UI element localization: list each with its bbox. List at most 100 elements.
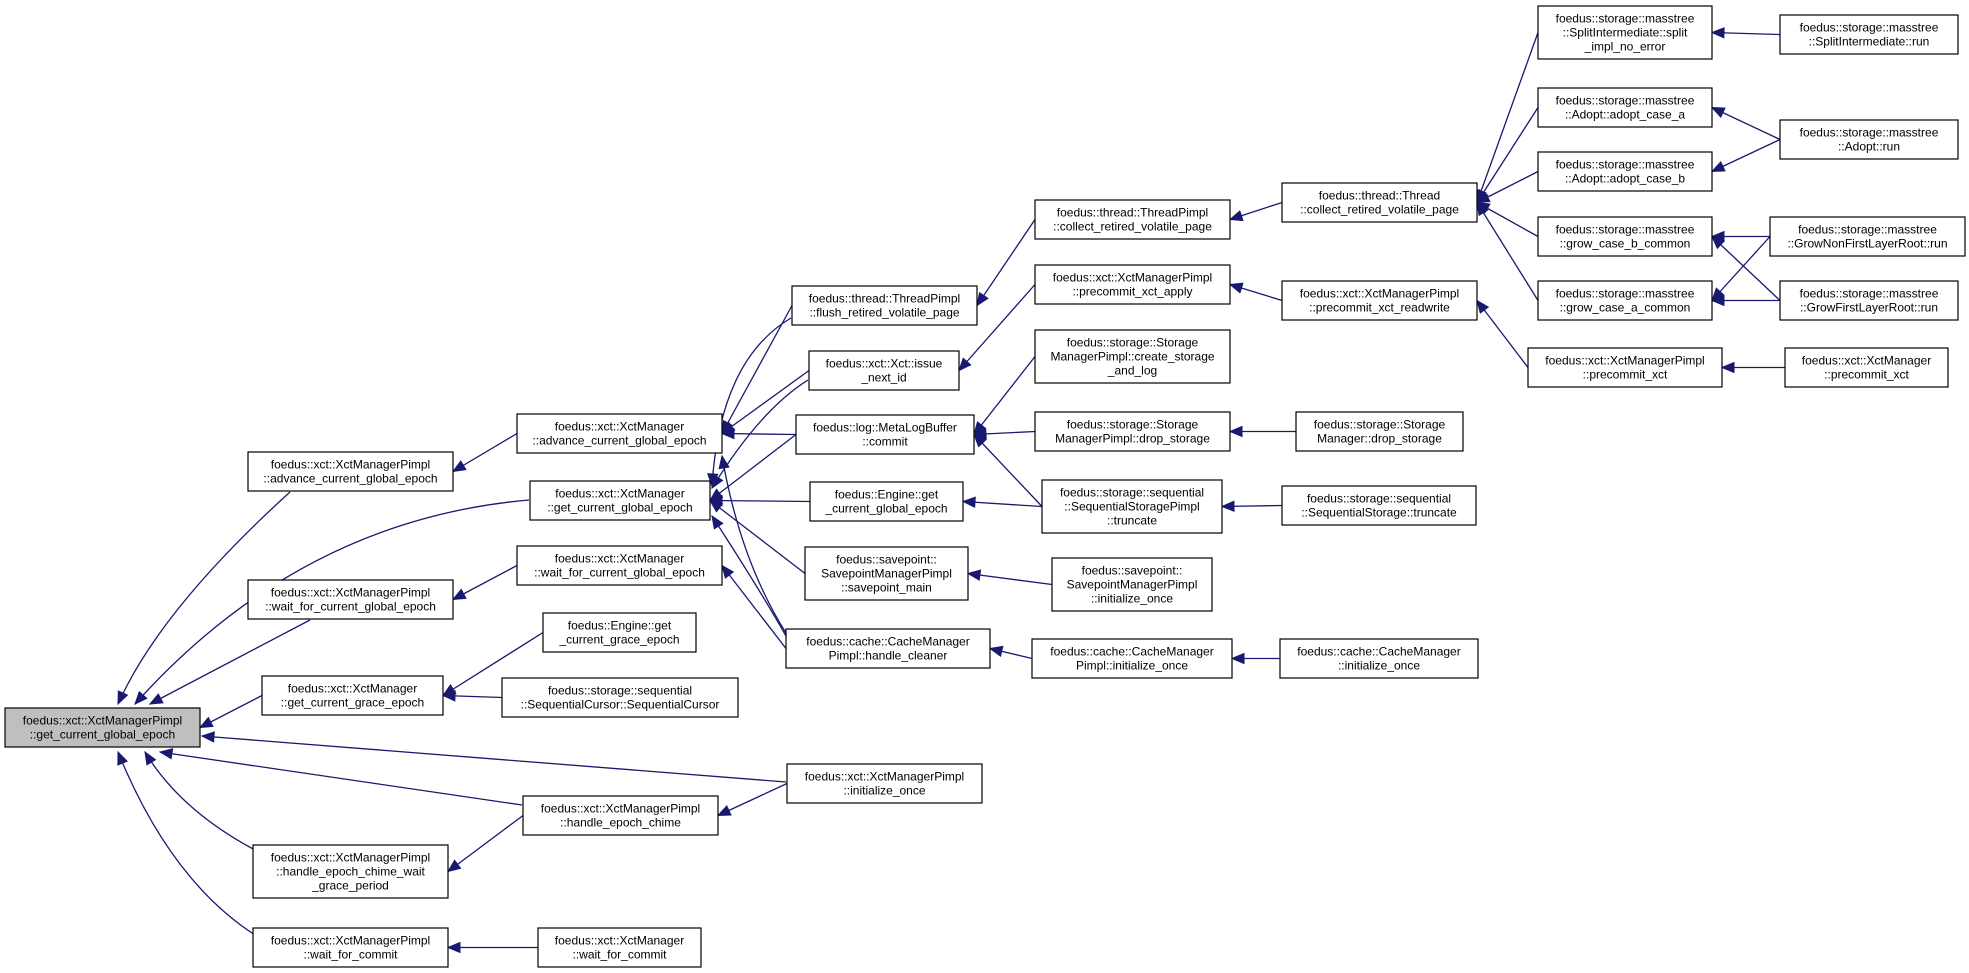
node-box[interactable] [1779,14,1959,55]
edge-arrowhead [973,433,987,448]
node-label-line: SavepointManagerPimpl [1067,578,1198,592]
graph-node-n8[interactable]: foedus::storage::sequential::SequentialC… [501,677,739,718]
graph-node-n23[interactable]: foedus::storage::StorageManagerPimpl::dr… [1034,411,1231,452]
node-box[interactable] [1784,347,1949,388]
graph-node-n7[interactable]: foedus::xct::XctManager::get_current_gra… [261,675,444,716]
graph-node-n2[interactable]: foedus::xct::XctManager::advance_current… [516,413,723,454]
graph-node-n24[interactable]: foedus::storage::sequential::SequentialS… [1041,479,1223,534]
graph-node-n38[interactable]: foedus::storage::masstree::SplitIntermed… [1779,14,1959,55]
graph-node-n17[interactable]: foedus::Engine::get_current_global_epoch [809,481,964,522]
node-box[interactable] [1034,199,1231,240]
graph-node-n29[interactable]: foedus::storage::StorageManager::drop_st… [1295,411,1464,452]
graph-node-n27[interactable]: foedus::thread::Thread::collect_retired_… [1281,182,1478,223]
graph-node-n21[interactable]: foedus::xct::XctManagerPimpl::precommit_… [1034,264,1231,305]
node-box[interactable] [247,451,454,492]
graph-node-n11[interactable]: foedus::xct::XctManagerPimpl::handle_epo… [252,844,449,899]
node-box[interactable] [4,707,201,748]
node-box[interactable] [785,628,991,669]
node-label-line: foedus::xct::XctManagerPimpl [271,934,430,948]
node-box[interactable] [1779,280,1959,321]
graph-node-n20[interactable]: foedus::thread::ThreadPimpl::collect_ret… [1034,199,1231,240]
node-box[interactable] [1051,557,1213,612]
graph-node-n5[interactable]: foedus::xct::XctManagerPimpl::wait_for_c… [247,579,454,620]
node-box[interactable] [1031,638,1233,679]
graph-node-n12[interactable]: foedus::xct::XctManagerPimpl::wait_for_c… [252,927,449,968]
node-box[interactable] [1281,182,1478,223]
node-box[interactable] [501,677,739,718]
node-box[interactable] [1279,638,1479,679]
graph-node-n25[interactable]: foedus::savepoint::SavepointManagerPimpl… [1051,557,1213,612]
node-box[interactable] [1537,87,1713,128]
graph-node-n34[interactable]: foedus::storage::masstree::Adopt::adopt_… [1537,151,1713,192]
graph-node-n36[interactable]: foedus::storage::masstree::grow_case_a_c… [1537,280,1713,321]
graph-node-n13[interactable]: foedus::xct::XctManager::wait_for_commit [537,927,702,968]
node-box[interactable] [537,927,702,968]
graph-node-n41[interactable]: foedus::storage::masstree::GrowFirstLaye… [1779,280,1959,321]
node-box[interactable] [1034,411,1231,452]
edge-n25-to-n18 [967,572,1053,586]
node-label-line: foedus::storage::masstree [1556,158,1695,172]
graph-node-n10[interactable]: foedus::xct::XctManagerPimpl::handle_epo… [522,795,719,836]
graph-node-n15[interactable]: foedus::xct::Xct::issue_next_id [808,350,960,391]
node-box[interactable] [808,350,960,391]
graph-node-n39[interactable]: foedus::storage::masstree::Adopt::run [1779,119,1959,160]
node-box[interactable] [1041,479,1223,534]
graph-node-n33[interactable]: foedus::storage::masstree::Adopt::adopt_… [1537,87,1713,128]
node-box[interactable] [1537,280,1713,321]
edge-arrowhead [1710,160,1726,173]
node-label-line: ::collect_retired_volatile_page [1053,220,1212,234]
node-box[interactable] [516,545,723,586]
graph-node-n26[interactable]: foedus::cache::CacheManagerPimpl::initia… [1031,638,1233,679]
node-box[interactable] [809,481,964,522]
graph-node-n3[interactable]: foedus::xct::XctManager::get_current_glo… [529,480,711,521]
node-box[interactable] [252,844,449,899]
graph-node-n6[interactable]: foedus::Engine::get_current_grace_epoch [542,612,697,653]
node-box[interactable] [804,546,969,601]
node-box[interactable] [522,795,719,836]
node-box[interactable] [247,579,454,620]
node-box[interactable] [1281,280,1478,321]
node-box[interactable] [1034,264,1231,305]
graph-node-n9[interactable]: foedus::xct::XctManagerPimpl::initialize… [786,763,983,804]
graph-node-n32[interactable]: foedus::storage::masstree::SplitIntermed… [1537,5,1713,60]
graph-node-n14[interactable]: foedus::thread::ThreadPimpl::flush_retir… [791,285,978,326]
node-box[interactable] [252,927,449,968]
node-box[interactable] [1779,119,1959,160]
graph-node-n35[interactable]: foedus::storage::masstree::grow_case_b_c… [1537,216,1713,257]
node-box[interactable] [1527,347,1723,388]
node-box[interactable] [791,285,978,326]
graph-node-n16[interactable]: foedus::log::MetaLogBuffer::commit [795,414,975,455]
edge-arrowhead [711,514,724,530]
node-box[interactable] [1537,5,1713,60]
graph-node-n22[interactable]: foedus::storage::StorageManagerPimpl::cr… [1034,329,1231,384]
graph-node-n28[interactable]: foedus::xct::XctManagerPimpl::precommit_… [1281,280,1478,321]
graph-node-n4[interactable]: foedus::xct::XctManager::wait_for_curren… [516,545,723,586]
node-box[interactable] [529,480,711,521]
node-box[interactable] [795,414,975,455]
node-box[interactable] [786,763,983,804]
graph-node-n37[interactable]: foedus::xct::XctManagerPimpl::precommit_… [1527,347,1723,388]
node-box[interactable] [1769,216,1966,257]
edge-n24-to-n16 [973,434,1043,507]
graph-node-n30[interactable]: foedus::storage::sequential::SequentialS… [1281,485,1477,526]
node-box[interactable] [261,675,444,716]
edge-n22-to-n16 [973,356,1036,435]
node-label-line: _current_grace_epoch [558,633,679,647]
graph-node-n19[interactable]: foedus::cache::CacheManagerPimpl::handle… [785,628,991,669]
node-box[interactable] [542,612,697,653]
graph-node-n40[interactable]: foedus::storage::masstree::GrowNonFirstL… [1769,216,1966,257]
node-box[interactable] [1537,216,1713,257]
graph-node-n18[interactable]: foedus::savepoint::SavepointManagerPimpl… [804,546,969,601]
node-label-line: ::advance_current_global_epoch [532,434,706,448]
node-box[interactable] [1281,485,1477,526]
graph-node-n1[interactable]: foedus::xct::XctManagerPimpl::advance_cu… [247,451,454,492]
graph-node-n31[interactable]: foedus::cache::CacheManager::initialize_… [1279,638,1479,679]
node-box[interactable] [1537,151,1713,192]
edge-n20-to-n14 [976,219,1036,306]
node-box[interactable] [1034,329,1231,384]
graph-node-n42[interactable]: foedus::xct::XctManager::precommit_xct [1784,347,1949,388]
node-box[interactable] [516,413,723,454]
graph-node-root[interactable]: foedus::xct::XctManagerPimpl::get_curren… [4,707,201,748]
node-box[interactable] [1295,411,1464,452]
